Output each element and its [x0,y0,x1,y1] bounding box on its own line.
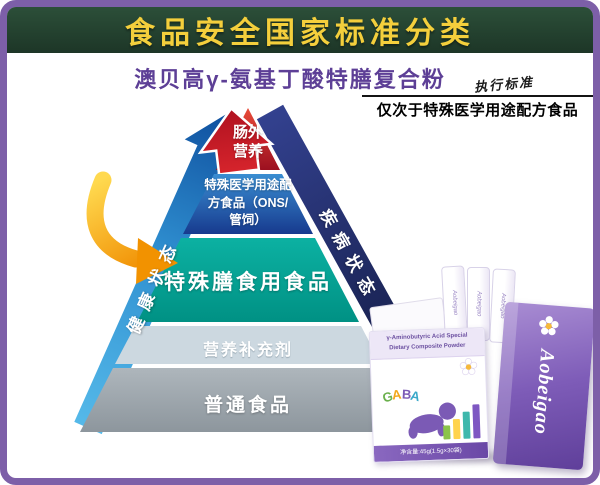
bar-decoration [462,411,471,439]
product-brand: Aobeigao [529,348,559,437]
product-box-purple: Aobeigao [492,301,593,471]
stick-brand-label: Aobeigao [450,290,459,316]
product-box-front: γ-Aminobutyric Acid Special Dietary Comp… [368,327,490,463]
product-subtitle: 澳贝高γ-氨基丁酸特膳复合粉 [134,67,446,92]
flower-icon [459,358,478,376]
product-stick-pack: Aobeigao [467,267,490,341]
baby-icon [408,402,456,439]
pyramid-level-5-shape [80,368,416,432]
bar-decoration [452,418,461,440]
bar-decoration [472,404,481,439]
pyramid-level-4-shape [115,326,381,364]
pyramid-level-5-label: 普通食品 [203,395,292,416]
pyramid-level-2-label: 特殊医学用途配 方食品（ONS/ 管饲） [204,178,292,227]
pyramid-level-1-label: 肠外 营养 [232,124,263,160]
bar-decoration [443,425,451,440]
exec-standard-detail: 仅次于特殊医学用途配方食品 [376,102,579,119]
product-box-title: γ-Aminobutyric Acid Special Dietary Comp… [369,328,485,361]
flower-icon [539,316,559,336]
orange-pointer-arrow [86,171,178,284]
pyramid-level-3-label: 特殊膳食用食品 [164,271,332,294]
underline-rule [362,95,593,97]
banner: 食品安全国家标准分类 [7,7,593,53]
red-up-arrow [197,106,275,176]
stick-brand-label: Aobeigao [475,291,482,317]
product-net-weight: 净含量:45g(1.5g×30袋) [373,441,489,462]
pyramid-level-3-shape [137,238,359,322]
banner-title: 食品安全国家标准分类 [125,17,475,50]
bar-chart-decoration [442,404,481,440]
pyramid-level-2-shape [183,174,313,234]
pyramid-level-4-label: 营养补充剂 [202,342,293,359]
